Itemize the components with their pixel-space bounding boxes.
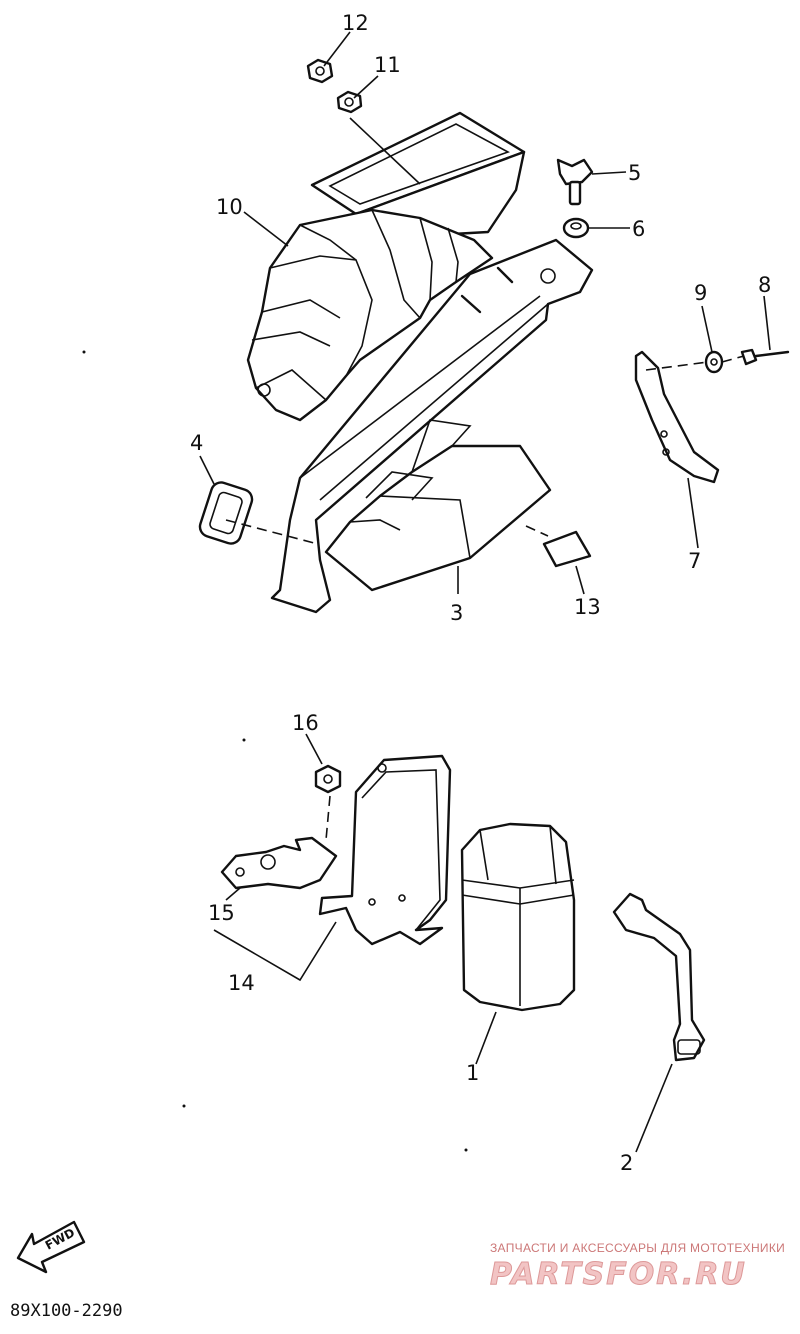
part-16-nut[interactable] <box>314 764 342 794</box>
part-6-grommet[interactable] <box>562 217 590 239</box>
watermark-caption: ЗАПЧАСТИ И АКСЕССУАРЫ ДЛЯ МОТОТЕХНИКИ <box>490 1241 785 1255</box>
diagram-code: 89X100-2290 <box>10 1301 123 1321</box>
callout-10: 10 <box>216 195 243 219</box>
fwd-arrow-icon: FWD <box>16 1220 86 1274</box>
watermark-logo: PARTSFOR.RU <box>490 1257 747 1292</box>
callout-2: 2 <box>620 1151 633 1175</box>
part-7-bracket[interactable] <box>634 350 720 484</box>
callout-5: 5 <box>628 161 641 185</box>
part-8-bolt[interactable] <box>740 348 790 366</box>
callout-16: 16 <box>292 711 319 735</box>
callout-6: 6 <box>632 217 645 241</box>
callout-11: 11 <box>374 53 401 77</box>
part-2-strap[interactable] <box>612 892 706 1062</box>
part-1-battery[interactable] <box>460 822 576 1012</box>
callout-9: 9 <box>694 281 707 305</box>
callout-7: 7 <box>688 549 701 573</box>
part-9-washer[interactable] <box>704 350 724 374</box>
part-10-air-box[interactable] <box>246 111 526 422</box>
callout-15: 15 <box>208 901 235 925</box>
part-14-bracket-assembly[interactable] <box>220 754 452 946</box>
callout-3: 3 <box>450 601 463 625</box>
part-5-wing-screw[interactable] <box>556 158 594 206</box>
callout-14: 14 <box>228 971 255 995</box>
callout-4: 4 <box>190 431 203 455</box>
part-3-battery-case[interactable] <box>270 238 594 614</box>
callout-12: 12 <box>342 11 369 35</box>
part-12-nut[interactable] <box>306 58 334 84</box>
watermark: ЗАПЧАСТИ И АКСЕССУАРЫ ДЛЯ МОТОТЕХНИКИ PA… <box>490 1241 785 1293</box>
part-4-gasket[interactable] <box>197 480 254 546</box>
callout-1: 1 <box>466 1061 479 1085</box>
part-13-pad[interactable] <box>542 530 592 568</box>
callout-8: 8 <box>758 273 771 297</box>
callout-13: 13 <box>574 595 601 619</box>
